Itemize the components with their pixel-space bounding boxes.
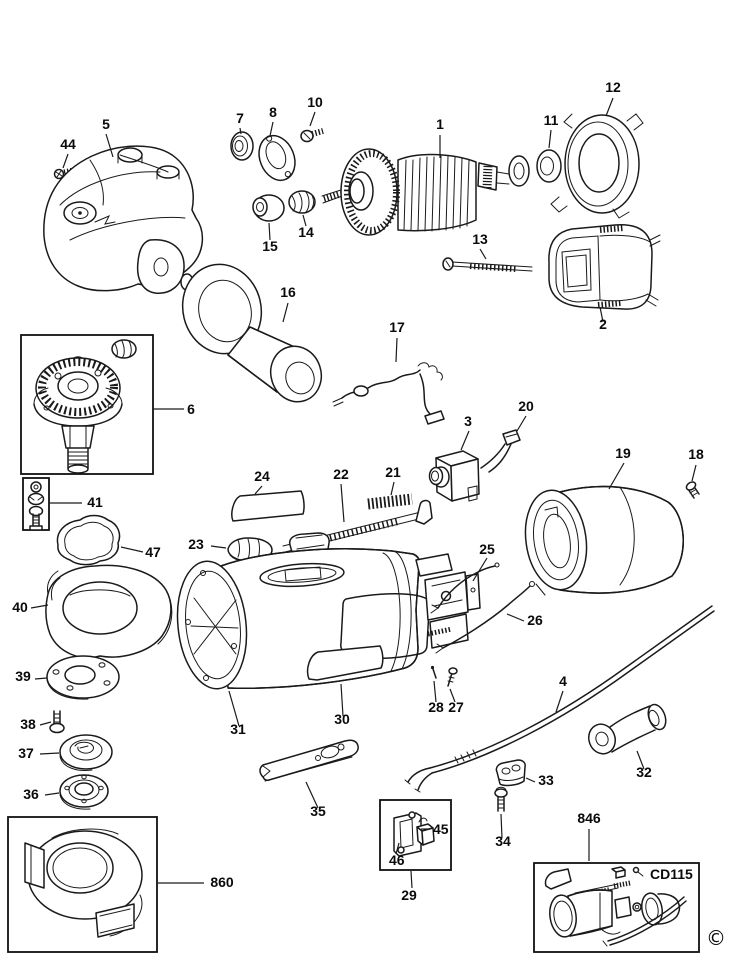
part-27-screw [447,667,458,703]
part-8-retainer-plate [258,134,296,182]
part-10-screw [300,111,324,143]
callout-860: 860 [210,874,234,890]
callout-26: 26 [527,612,543,628]
part-14-pinion-gear [288,190,316,227]
callout-8: 8 [269,104,277,120]
callout-31: 31 [230,721,246,737]
part-6-spindle-assembly-box [20,334,184,475]
callout-846: 846 [577,810,601,826]
callout-34: 34 [495,833,511,849]
callout-5: 5 [102,116,110,132]
copyright-symbol: © [706,926,726,950]
switch-cavity-parts [415,553,481,649]
part-47-gasket [56,514,144,566]
part-16-side-handle [180,263,323,403]
part-13-screw [442,248,533,272]
callout-33: 33 [538,772,554,788]
part-19-rear-cover [524,462,684,596]
part-35-spanner-wrench [259,739,359,809]
part-34-screw [494,786,508,839]
callout-45: 45 [433,821,449,837]
callout-16: 16 [280,284,296,300]
callout-21: 21 [385,464,401,480]
part-39-flange [34,655,120,700]
callout-15: 15 [262,238,278,254]
part-15-bearing [252,194,285,241]
callout-44: 44 [60,136,76,152]
callout-14: 14 [298,224,314,240]
part-4-power-cable [404,605,715,793]
part-20-connector-wire [480,415,527,473]
part-37-clamp-washer [39,734,113,771]
callout-27: 27 [448,699,464,715]
callout-36: 36 [23,786,39,802]
callout-10: 10 [307,94,323,110]
part-33-cord-clamp [495,759,536,787]
callout-7: 7 [236,110,244,126]
part-21-spring [367,481,413,510]
callout-25: 25 [479,541,495,557]
callout-4: 4 [559,673,567,689]
part-40-wheel-guard [30,564,173,659]
callout-41: 41 [87,494,103,510]
part-11-bearing [536,129,562,183]
callout-22: 22 [333,466,349,482]
callout-2: 2 [599,316,607,332]
part-28-pin [430,665,437,703]
callout-28: 28 [428,699,444,715]
callout-24: 24 [254,468,270,484]
callout-19: 19 [615,445,631,461]
part-2-field-stator [548,224,661,323]
part-26-wire [435,581,535,654]
part-36-clamp-nut [44,774,109,810]
part-24-label-pad [231,485,305,522]
part-860-guard-box [7,816,204,953]
callout-3: 3 [464,413,472,429]
callout-6: 6 [187,401,195,417]
part-846-service-pack-box [533,829,700,953]
callout-32: 32 [636,764,652,780]
part-29-brush-box [379,799,452,889]
callout-23: 23 [188,536,204,552]
callout-40: 40 [12,599,28,615]
model-label: CD115 [650,866,693,882]
callout-17: 17 [389,319,405,335]
callout-37: 37 [18,745,34,761]
part-18-screw [685,464,700,499]
callout-12: 12 [605,79,621,95]
callout-18: 18 [688,446,704,462]
part-5-gear-housing [43,133,204,294]
part-17-wire-loom [332,337,445,425]
part-31-motor-housing [176,548,431,727]
part-1-armature [321,135,530,236]
part-25-wire [430,557,500,614]
part-38-screw [39,710,65,734]
callout-47: 47 [145,544,161,560]
part-30-label-pad [306,645,384,717]
callout-11: 11 [544,112,559,128]
callout-46: 46 [389,852,405,868]
callout-38: 38 [20,716,36,732]
callout-13: 13 [472,231,488,247]
callout-30: 30 [334,711,350,727]
part-32-cord-protector [588,703,667,770]
callout-labels: 44 5 7 8 10 1 11 12 14 15 13 2 16 17 6 4… [12,79,726,950]
part-22-actuator-rod [282,483,433,555]
callout-35: 35 [310,803,326,819]
part-3-switch [428,430,480,502]
callout-29: 29 [401,887,417,903]
part-12-baffle-ring [550,97,644,219]
part-44-screw [53,153,83,180]
part-41-hardware-box [22,477,82,531]
callout-20: 20 [518,398,534,414]
callout-1: 1 [436,116,444,132]
callout-39: 39 [15,668,31,684]
part-7-bearing [230,127,254,161]
